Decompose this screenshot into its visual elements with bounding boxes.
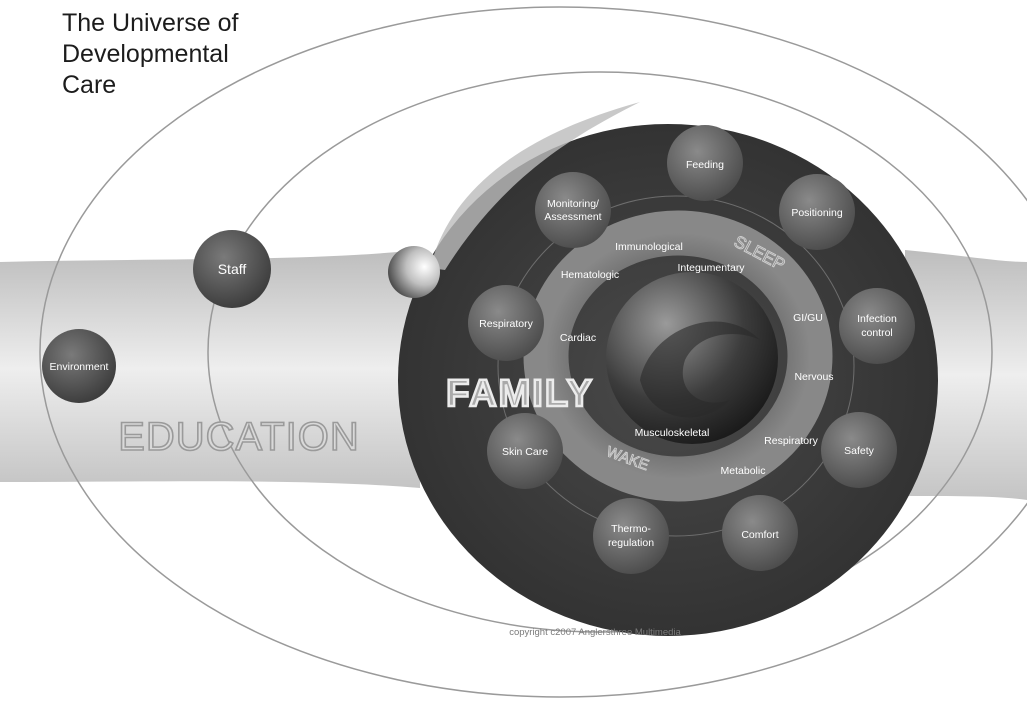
infection-label-1: Infection (857, 313, 897, 325)
monitoring-label-2: Assessment (544, 211, 601, 223)
cardiac-label: Cardiac (560, 332, 596, 344)
monitoring-label-1: Monitoring/ (547, 198, 599, 210)
globe-curl (640, 321, 760, 418)
node-positioning (779, 174, 855, 250)
systems-ring (523, 210, 833, 502)
thermo-label-1: Thermo- (611, 523, 651, 535)
environment-label: Environment (50, 361, 109, 373)
comfort-label: Comfort (741, 529, 778, 541)
baby-globe (606, 272, 778, 444)
node-monitoring (535, 172, 611, 248)
system-labels: Immunological Integumentary Hematologic … (560, 241, 834, 477)
nervous-label: Nervous (794, 371, 833, 383)
feeding-label: Feeding (686, 159, 724, 171)
outer-orbit (39, 6, 1027, 698)
title-line-3: Care (62, 71, 117, 99)
title-line-2: Developmental (62, 40, 229, 68)
comet-trail (430, 102, 640, 270)
respiratory-node-label: Respiratory (479, 318, 533, 330)
safety-label: Safety (844, 445, 875, 457)
node-safety (821, 412, 897, 488)
node-thermoregulation (593, 498, 669, 574)
comet-ball (388, 246, 440, 298)
node-comfort (722, 495, 798, 571)
hematologic-label: Hematologic (561, 269, 619, 281)
care-nodes (468, 125, 915, 574)
background-band (0, 250, 420, 488)
node-skin-care (487, 413, 563, 489)
care-node-track (497, 195, 855, 537)
background-band-right (905, 250, 1027, 500)
copyright-text: copyright c2007 Anglersthree Multimedia (509, 627, 681, 638)
node-respiratory (468, 285, 544, 361)
respiratory-system-label: Respiratory (764, 435, 818, 447)
node-infection-control (839, 288, 915, 364)
infection-label-2: control (861, 327, 893, 339)
positioning-label: Positioning (791, 207, 843, 219)
metabolic-label: Metabolic (721, 465, 766, 477)
skin-care-label: Skin Care (502, 446, 548, 458)
education-label: EDUCATION (118, 415, 360, 459)
inner-orbit (207, 71, 993, 633)
title-line-1: The Universe of (62, 9, 239, 37)
immunological-label: Immunological (615, 241, 683, 253)
integumentary-label: Integumentary (677, 262, 745, 274)
diagram-title: The Universe of Developmental Care (62, 8, 322, 101)
thermo-label-2: regulation (608, 537, 654, 549)
musculoskeletal-label: Musculoskeletal (635, 427, 710, 439)
family-label: FAMILY (446, 373, 594, 415)
node-feeding (667, 125, 743, 201)
environment-sphere (42, 329, 116, 403)
staff-sphere (193, 230, 271, 308)
staff-label: Staff (218, 261, 247, 277)
gi-gu-label: GI/GU (793, 312, 823, 324)
care-node-labels: Feeding Positioning Infection control Sa… (479, 159, 897, 549)
